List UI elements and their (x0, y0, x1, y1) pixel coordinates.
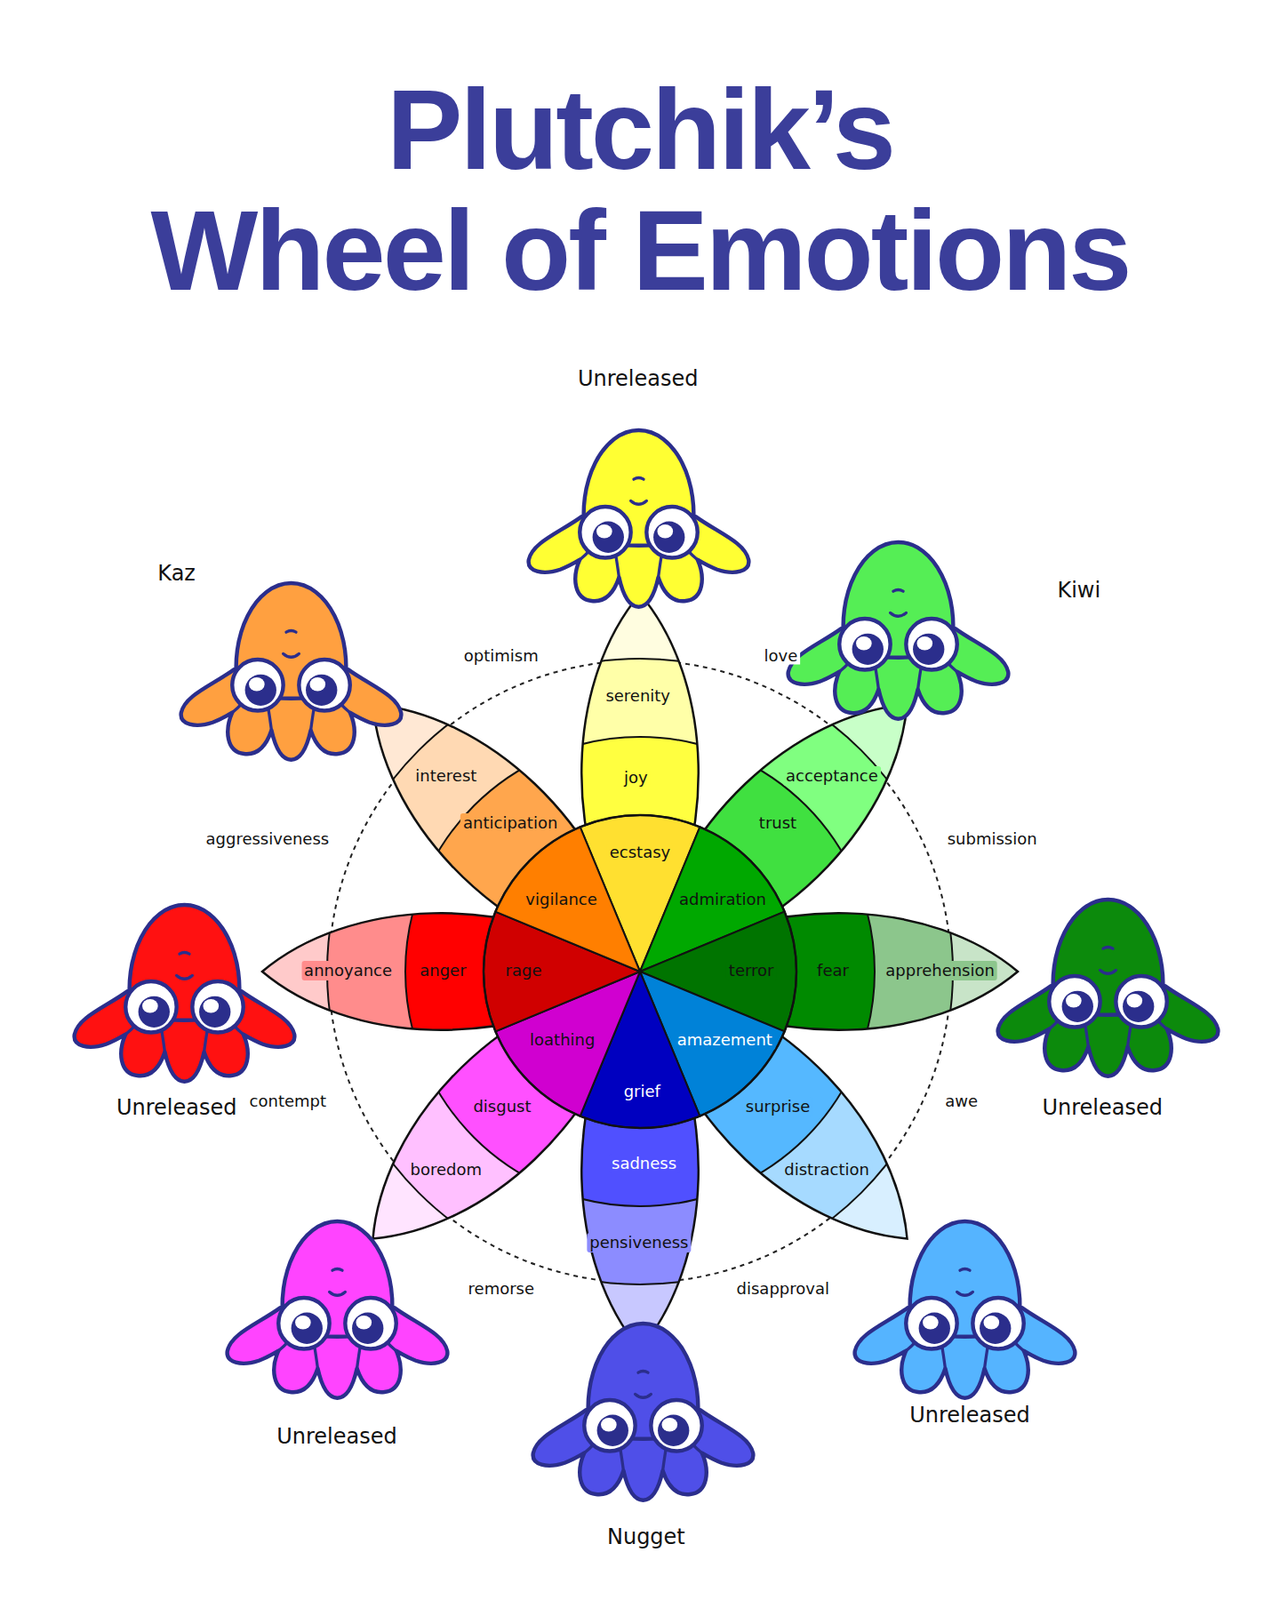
character-name: Kaz (154, 560, 199, 586)
emotion-band: pensiveness (586, 1232, 691, 1253)
emotion-label: vigilance (522, 889, 600, 910)
character-name-holder: Unreleased (906, 1402, 1033, 1428)
emotion-label: trust (756, 813, 800, 833)
dyad-holder: love (761, 646, 801, 665)
emotion-label: anticipation (460, 813, 560, 833)
dyad-label: awe (942, 1090, 981, 1110)
emotion-label: grief (621, 1081, 664, 1102)
emotion-label: disgust (470, 1096, 534, 1117)
emotion-label: admiration (676, 889, 769, 910)
emotion-label: acceptance (783, 766, 881, 786)
character-name: Nugget (604, 1524, 688, 1550)
octopus-characters (74, 430, 1219, 1501)
octopus (788, 542, 1009, 720)
emotion-band: boredom (408, 1160, 486, 1180)
character-name-holder: Unreleased (113, 1095, 240, 1120)
inner-disk (483, 815, 797, 1128)
emotion-label: anger (416, 960, 469, 981)
title: Plutchik’s Wheel of Emotions (0, 69, 1280, 312)
emotion-band: admiration (676, 889, 769, 910)
emotion-label: annoyance (301, 960, 395, 981)
octopus (227, 1221, 448, 1399)
emotion-band: serenity (602, 686, 673, 706)
emotion-label: ecstasy (607, 842, 673, 863)
emotion-band: grief (621, 1081, 664, 1102)
emotion-band: acceptance (783, 766, 881, 786)
emotion-label: loathing (527, 1030, 598, 1050)
dyad-holder: disapproval (734, 1279, 832, 1298)
dyad-holder: contempt (247, 1090, 329, 1110)
emotion-band: loathing (527, 1030, 598, 1050)
emotion-band: trust (756, 813, 800, 833)
emotion-band: joy (621, 768, 651, 788)
character-name-holder: Kiwi (1054, 577, 1104, 603)
emotion-band: rage (503, 960, 545, 981)
dyad-holder: aggressiveness (203, 828, 333, 848)
emotion-band: apprehension (882, 960, 998, 981)
emotion-band: surprise (743, 1096, 813, 1117)
character-name: Unreleased (575, 366, 702, 392)
emotion-label: fear (814, 960, 852, 981)
emotion-band: interest (412, 766, 480, 786)
emotion-band: anger (416, 960, 469, 981)
emotion-band: amazement (674, 1030, 776, 1050)
character-name-holder: Unreleased (575, 366, 702, 392)
dyad-label: remorse (465, 1279, 537, 1298)
dyad-holder: optimism (461, 646, 542, 665)
emotion-band: vigilance (522, 889, 600, 910)
emotion-label: sadness (608, 1153, 680, 1174)
dyad-holder: remorse (465, 1279, 537, 1298)
emotion-band: disgust (470, 1096, 534, 1117)
character-name: Unreleased (113, 1095, 240, 1120)
dyad-holder: awe (942, 1090, 981, 1110)
emotion-label: apprehension (882, 960, 998, 981)
emotion-label: serenity (602, 686, 673, 706)
octopus (998, 899, 1219, 1077)
character-name-holder: Unreleased (1039, 1095, 1166, 1120)
dyad-label: contempt (247, 1090, 329, 1110)
character-name: Kiwi (1054, 577, 1104, 603)
dyad-label: aggressiveness (203, 828, 333, 848)
emotion-band: ecstasy (607, 842, 673, 863)
emotion-band: annoyance (301, 960, 395, 981)
octopus (855, 1221, 1076, 1399)
surprise-petal (99, 431, 1181, 1512)
octopus (74, 904, 296, 1082)
emotion-label: pensiveness (586, 1232, 691, 1253)
octopus (528, 430, 750, 608)
octopus (533, 1323, 754, 1501)
character-name: Unreleased (1039, 1095, 1166, 1120)
trust-petal (99, 431, 1181, 1512)
emotion-band: fear (814, 960, 852, 981)
character-name: Unreleased (273, 1424, 400, 1449)
emotion-band: terror (726, 960, 777, 981)
emotion-label: rage (503, 960, 545, 981)
emotion-label: distraction (781, 1160, 872, 1180)
disgust-petal (99, 431, 1181, 1512)
emotion-label: amazement (674, 1030, 776, 1050)
emotion-label: joy (621, 768, 651, 788)
dyad-label: disapproval (734, 1279, 832, 1298)
emotion-band: sadness (608, 1153, 680, 1174)
emotion-label: surprise (743, 1096, 813, 1117)
dyad-label: love (761, 646, 801, 665)
character-name-holder: Kaz (154, 560, 199, 586)
character-name-holder: Unreleased (273, 1424, 400, 1449)
character-name: Unreleased (906, 1402, 1033, 1428)
emotion-band: anticipation (460, 813, 560, 833)
emotion-label: terror (726, 960, 777, 981)
emotion-label: interest (412, 766, 480, 786)
octopus (181, 583, 402, 760)
emotion-band: distraction (781, 1160, 872, 1180)
character-name-holder: Nugget (604, 1524, 688, 1550)
dyad-holder: submission (944, 828, 1040, 848)
dyad-label: optimism (461, 646, 542, 665)
anticipation-petal (99, 431, 1181, 1512)
dyad-label: submission (944, 828, 1040, 848)
emotion-label: boredom (408, 1160, 486, 1180)
